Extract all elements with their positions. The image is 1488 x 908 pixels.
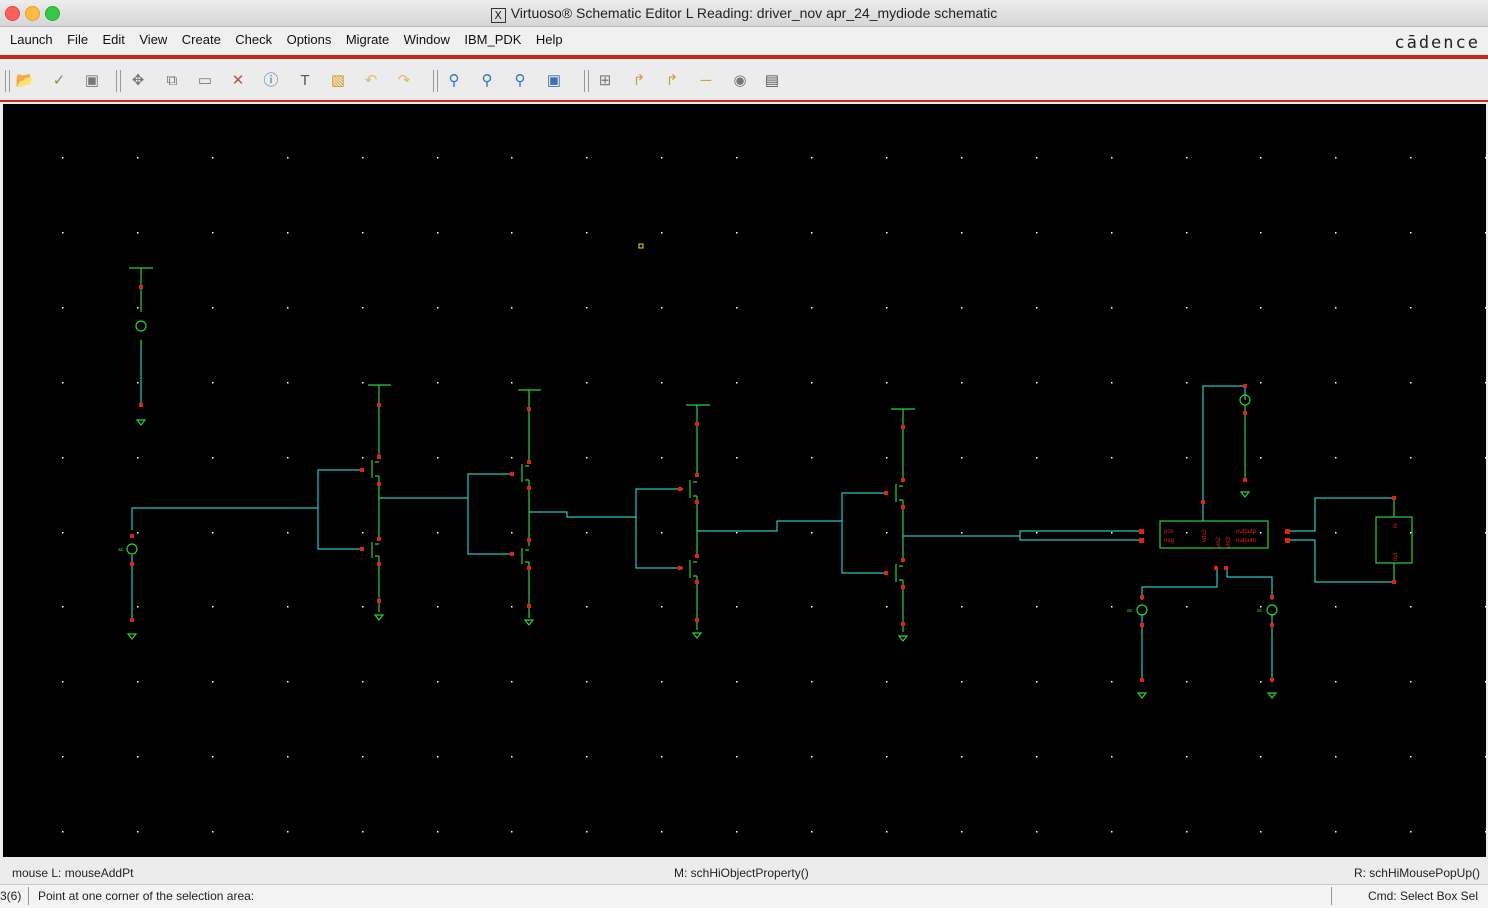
status-separator: [1331, 887, 1332, 905]
pin-label-vin3: vin3: [1226, 536, 1232, 548]
source-label-2: ac: [1257, 608, 1263, 614]
schematic-canvas[interactable]: pos neg outputp outputn vdc2 vin2 vin3 i…: [3, 104, 1486, 857]
pin-label-outputp: outputp: [1236, 529, 1257, 535]
hierarchy-icon[interactable]: ⊞: [598, 72, 612, 89]
label-icon[interactable]: ─: [700, 72, 712, 89]
mouse-right-binding: R: schHiMousePopUp(): [1353, 866, 1480, 880]
toolbar-separator: [116, 70, 121, 92]
menu-file[interactable]: File: [67, 32, 89, 47]
menu-create[interactable]: Create: [181, 32, 221, 47]
properties-icon[interactable]: ▤: [764, 72, 780, 89]
pin-label-neg: neg: [1164, 538, 1174, 544]
load-label-in: in: [1393, 523, 1399, 528]
source-labels: ac ac ac: [118, 547, 1263, 614]
pin-label-pos: pos: [1164, 529, 1174, 535]
descend-icon[interactable]: ↱: [632, 72, 646, 89]
info-icon[interactable]: ⓘ: [263, 72, 279, 89]
toolbar-separator: [433, 70, 438, 92]
redo-icon[interactable]: ↷: [397, 72, 411, 89]
prompt-bar: 3(6) Point at one corner of the selectio…: [0, 884, 1488, 908]
text-icon[interactable]: T: [300, 72, 310, 89]
block-labels: pos neg outputp outputn vdc2 vin2 vin3 i…: [1164, 523, 1399, 561]
zoom-out-icon[interactable]: ⚲: [481, 72, 493, 89]
toolbar: 📂 ✓ ▣ ✥ ⧉ ▭ ✕ ⓘ T ▧ ↶ ↷ ⚲ ⚲ ⚲ ▣ ⊞ ↱ ↱ ─ …: [0, 60, 1488, 100]
ascend-icon[interactable]: ↱: [665, 72, 679, 89]
menu-check[interactable]: Check: [235, 32, 273, 47]
cadence-logo: cādence: [1394, 33, 1480, 53]
zoom-window-button[interactable]: [45, 6, 60, 21]
open-icon[interactable]: 📂: [15, 72, 35, 89]
delete-icon[interactable]: ✕: [231, 72, 245, 89]
menu-bar: Launch File Edit View Create Check Optio…: [0, 27, 1488, 55]
x11-icon: X: [490, 8, 506, 23]
toolbar-separator: [584, 70, 589, 92]
minimize-window-button[interactable]: [25, 6, 40, 21]
accent-divider: [0, 55, 1488, 59]
pin-label-vdc2: vdc2: [1202, 529, 1208, 542]
pin-icon[interactable]: ◉: [733, 72, 747, 89]
menu-view[interactable]: View: [139, 32, 168, 47]
grid-dots: [62, 157, 1486, 833]
wires: [131, 340, 1394, 680]
menu-launch[interactable]: Launch: [10, 32, 53, 47]
load-label-out: out: [1393, 552, 1399, 561]
close-window-button[interactable]: [5, 6, 20, 21]
pin-label-vin2: vin2: [1216, 536, 1222, 548]
menu-options[interactable]: Options: [286, 32, 332, 47]
status-separator: [28, 887, 29, 905]
stretch-icon[interactable]: ▭: [197, 72, 213, 89]
undo-icon[interactable]: ↶: [364, 72, 378, 89]
pin-label-outputn: outputn: [1236, 538, 1256, 544]
zoom-fit-icon[interactable]: ⚲: [514, 72, 526, 89]
pins: [130, 285, 1396, 682]
source-label-1: ac: [1127, 608, 1133, 614]
zoom-in-icon[interactable]: ⚲: [448, 72, 460, 89]
mouse-binding-bar: mouse L: mouseAddPt M: schHiObjectProper…: [0, 862, 1488, 884]
menu-edit[interactable]: Edit: [102, 32, 125, 47]
menu-window[interactable]: Window: [403, 32, 450, 47]
command-counter: 3(6): [0, 889, 22, 903]
source-label-input: ac: [118, 547, 124, 553]
save-icon[interactable]: ▣: [84, 72, 100, 89]
mouse-left-binding: mouse L: mouseAddPt: [12, 866, 134, 880]
menu-ibm-pdk[interactable]: IBM_PDK: [464, 32, 522, 47]
current-command: Cmd: Select Box Sel: [1367, 889, 1478, 903]
mouse-middle-binding: M: schHiObjectProperty(): [674, 866, 809, 880]
menu-migrate[interactable]: Migrate: [345, 32, 390, 47]
move-icon[interactable]: ✥: [131, 72, 145, 89]
save-check-icon[interactable]: ✓: [52, 72, 66, 89]
canvas-top-divider: [0, 100, 1488, 102]
toolbar-grip: [5, 70, 10, 92]
prompt-text: Point at one corner of the selection are…: [38, 889, 255, 903]
cursor-marker: [638, 243, 644, 249]
copy-icon[interactable]: ⧉: [166, 72, 178, 89]
rename-icon[interactable]: ▧: [330, 72, 346, 89]
zoom-box-icon[interactable]: ▣: [546, 72, 562, 89]
devices: [126, 267, 1413, 699]
menu-help[interactable]: Help: [535, 32, 563, 47]
